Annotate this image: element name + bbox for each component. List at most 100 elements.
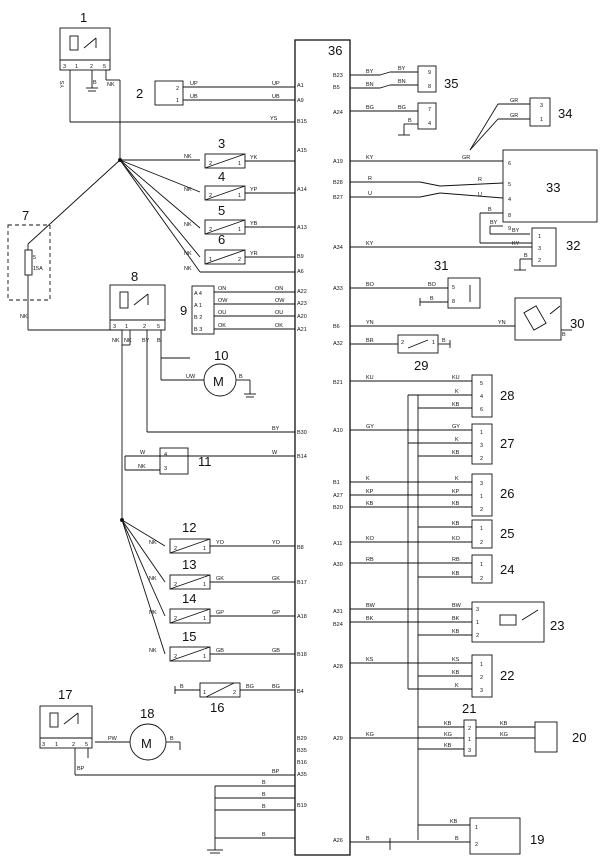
svg-text:B: B [262, 792, 266, 798]
ecu-36: 36 [294, 39, 351, 856]
wire-label: KB [452, 521, 460, 527]
svg-text:BK: BK [366, 616, 374, 622]
pin-label: 3 [480, 688, 483, 694]
ecu-pin-label: B35 [297, 748, 307, 754]
ecu-pin-label: B21 [333, 380, 343, 386]
svg-text:YS: YS [270, 116, 278, 122]
ecu-pin-label: B16 [297, 760, 307, 766]
pin-label: 5 [480, 381, 483, 387]
wire-label: NK [149, 610, 157, 616]
svg-text:GK: GK [272, 576, 280, 582]
wire-label: W [140, 450, 146, 456]
component-31: 31 5 8 BO BO B [350, 258, 481, 309]
svg-text:KS: KS [366, 657, 374, 663]
component-number: 25 [500, 526, 514, 541]
svg-text:BY: BY [272, 426, 280, 432]
svg-text:OU: OU [275, 310, 283, 316]
wire-label: NK [20, 314, 28, 320]
component-25: 25 1 2 KB KO KO [350, 519, 514, 549]
pin-label: 8 [428, 84, 431, 90]
pin-label: 2 [238, 257, 241, 263]
svg-text:GY: GY [366, 424, 374, 430]
component-number: 22 [500, 668, 514, 683]
component-number: 8 [131, 269, 138, 284]
pin-label: 2 [480, 540, 483, 546]
wire-label: GK [216, 576, 224, 582]
pin-label: 1 [125, 324, 128, 330]
pin-label: 1 [480, 526, 483, 532]
wire-label: BO [428, 282, 437, 288]
svg-text:UB: UB [272, 94, 280, 100]
component-29-switch: 29 2 1 BR B [350, 334, 451, 373]
wire-label: YS [60, 80, 66, 88]
svg-text:UP: UP [272, 81, 280, 87]
ecu-pin-label: A33 [333, 286, 343, 292]
pin-label: 3 [468, 748, 471, 754]
wire-label: YO [216, 540, 225, 546]
pin-label: B 2 [194, 315, 202, 321]
component-number: 15 [182, 629, 196, 644]
ecu-left-pins: A1 A9 B15 A15 A14 A13 B9 A6 A22 A23 A20 … [297, 83, 307, 809]
component-number: 9 [180, 303, 187, 318]
pin-label: 3 [113, 324, 116, 330]
wire-label: NK [184, 154, 192, 160]
wire-label: NK [149, 648, 157, 654]
wire-label: GR [510, 98, 518, 104]
component-number: 4 [218, 169, 225, 184]
pin-label: 1 [75, 64, 78, 70]
wire-label: NK [184, 251, 192, 257]
pin-label: 1 [238, 227, 241, 233]
component-32: 32 1 3 2 BY KY KY B [350, 227, 580, 271]
wire-label: B [430, 296, 434, 302]
component-number: 6 [218, 232, 225, 247]
pin-label: 2 [476, 633, 479, 639]
wire-label: KU [452, 375, 460, 381]
pin-label: 3 [480, 481, 483, 487]
component-number: 2 [136, 86, 143, 101]
component-number: 12 [182, 520, 196, 535]
pin-label: 2 [480, 576, 483, 582]
pin-label: 2 [209, 161, 212, 167]
pin-label: 1 [209, 257, 212, 263]
pin-label: 1 [55, 742, 58, 748]
component-number: 32 [566, 238, 580, 253]
pin-label: 5 [33, 255, 36, 261]
wire-label: R [478, 177, 482, 183]
component-number: 20 [572, 730, 586, 745]
pin-label: 2 [143, 324, 146, 330]
wire-label: K [455, 437, 459, 443]
svg-text:OU: OU [218, 310, 226, 316]
component-number: 14 [182, 591, 196, 606]
svg-text:BN: BN [366, 82, 374, 88]
pin-label: 1 [203, 616, 206, 622]
ecu-pin-label: B19 [297, 803, 307, 809]
ecu-pin-label: B1 [333, 480, 340, 486]
wire-label: NK [138, 464, 146, 470]
pin-label: 5 [508, 182, 511, 188]
component-4: 4 2 1 NK YP [184, 169, 295, 201]
ecu-pin-label: B17 [297, 580, 307, 586]
svg-text:ON: ON [275, 286, 283, 292]
component-17-relay: 17 3 1 2 5 BP BP [39, 687, 295, 776]
pin-label: 2 [90, 64, 93, 70]
ecu-pin-label: B30 [297, 430, 307, 436]
pin-label: 1 [238, 193, 241, 199]
wire-label: BG [398, 105, 406, 111]
pin-label: 1 [432, 340, 435, 346]
wire-label: GR [510, 113, 518, 119]
wire-label: BN [398, 79, 406, 85]
component-2: 2 2 1 UP UB UP UB [136, 80, 295, 106]
wire-label: YK [250, 155, 258, 161]
component-number: 5 [218, 203, 225, 218]
ecu-pin-label: B4 [297, 689, 304, 695]
component-number: 18 [140, 706, 154, 721]
component-16-sensor: 16 1 2 B BG BG [174, 682, 295, 715]
ecu-pin-label: A14 [297, 187, 307, 193]
wire-label: UW [186, 374, 196, 380]
wire-label: B [524, 253, 528, 259]
wire-label: KB [452, 501, 460, 507]
pin-label: 1 [480, 494, 483, 500]
wire-label: B [239, 374, 243, 380]
pin-label: 2 [174, 546, 177, 552]
svg-text:BO: BO [366, 282, 375, 288]
